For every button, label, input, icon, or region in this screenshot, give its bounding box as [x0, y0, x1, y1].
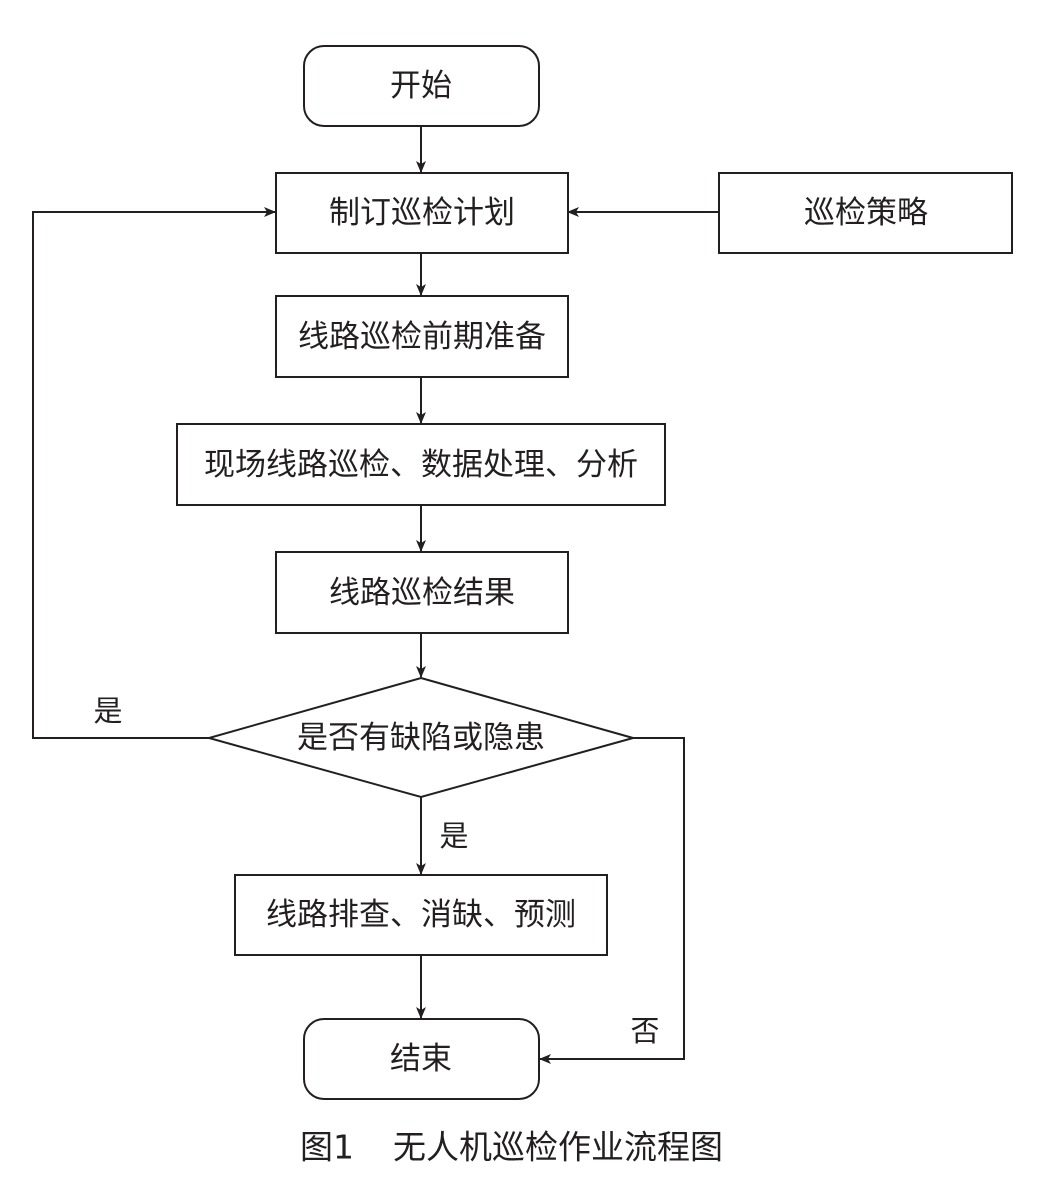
- fix-label: 线路排查、消缺、预测: [266, 897, 576, 933]
- edge-label-yes-down: 是: [439, 819, 468, 853]
- field-label: 现场线路巡检、数据处理、分析: [204, 447, 638, 483]
- end-node: 结束: [303, 1018, 540, 1100]
- result-node: 线路巡检结果: [275, 551, 569, 634]
- field-process-box: [176, 423, 666, 506]
- plan-process-box: [275, 172, 569, 254]
- caption-figure-number: 图1: [300, 1128, 354, 1167]
- connectors: [32, 126, 719, 1064]
- strategy-node: 巡检策略: [718, 172, 1013, 254]
- plan-label: 制订巡检计划: [329, 195, 515, 231]
- start-terminal-shape: [303, 45, 540, 127]
- result-label: 线路巡检结果: [329, 575, 515, 611]
- arrow-decision-yes-loop-to-plan: [32, 207, 276, 739]
- prep-label: 线路巡检前期准备: [298, 319, 546, 355]
- result-process-box: [275, 551, 569, 634]
- figure-caption: 图1 无人机巡检作业流程图: [300, 1128, 723, 1167]
- edge-label-no-right: 否: [630, 1014, 659, 1048]
- start-node: 开始: [303, 45, 540, 127]
- decision-diamond: [205, 676, 637, 799]
- edge-label-yes-left: 是: [93, 694, 122, 728]
- prep-process-box: [275, 295, 569, 378]
- field-node: 现场线路巡检、数据处理、分析: [176, 423, 666, 506]
- arrow-decision-no-to-end: [539, 737, 685, 1064]
- prep-node: 线路巡检前期准备: [275, 295, 569, 378]
- fix-process-box: [234, 874, 608, 956]
- end-label: 结束: [390, 1041, 452, 1077]
- strategy-process-box: [718, 172, 1013, 254]
- fix-node: 线路排查、消缺、预测: [234, 874, 608, 956]
- strategy-label: 巡检策略: [804, 195, 928, 231]
- plan-node: 制订巡检计划: [275, 172, 569, 254]
- decision-label: 是否有缺陷或隐患: [297, 720, 545, 756]
- end-terminal-shape: [303, 1018, 540, 1100]
- caption-title: 无人机巡检作业流程图: [393, 1128, 723, 1167]
- decision-node: 是否有缺陷或隐患: [205, 676, 637, 799]
- start-label: 开始: [390, 68, 452, 104]
